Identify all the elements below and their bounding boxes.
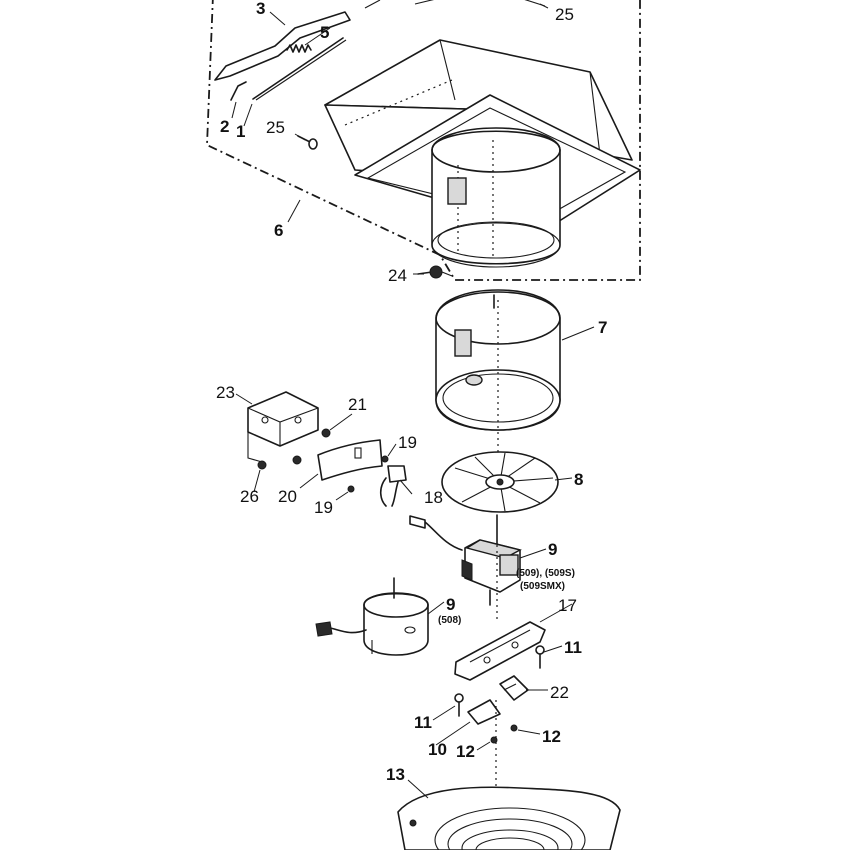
label-part-3: 3 [256, 0, 265, 18]
label-part-9-508: 9 [446, 595, 455, 614]
label-part-5: 5 [320, 23, 329, 42]
label-part-23: 23 [216, 383, 235, 402]
label-part-20: 20 [278, 487, 297, 506]
part-3-bracket [214, 0, 435, 81]
housing-assembly-boundary [206, 0, 641, 281]
part-7-blower-housing [435, 289, 561, 470]
label-part-19-b: 19 [314, 498, 333, 517]
label-part-21: 21 [348, 395, 367, 414]
part-2-clip [230, 81, 247, 101]
label-part-17: 17 [558, 596, 577, 615]
part-17-mounting-bracket [454, 621, 546, 681]
part-19-screw-b [347, 485, 355, 493]
part-21-screw [321, 428, 331, 438]
part-12-nut-a [490, 736, 498, 744]
part-18-connector [379, 465, 407, 507]
label-part-12-left: 12 [456, 742, 475, 761]
label-part-11-right: 11 [564, 638, 582, 657]
label-part-25-upper: 25 [266, 118, 285, 137]
label-part-8: 8 [574, 470, 583, 489]
part-13-grille [397, 786, 621, 850]
part-22-clip [499, 675, 529, 701]
part-26-screw [257, 460, 267, 470]
label-part-7: 7 [598, 318, 607, 337]
part-6-housing [324, 39, 641, 268]
label-part-9-509: 9 [548, 540, 557, 559]
part-12-nut-b [510, 724, 518, 732]
part-1-rod [252, 37, 344, 100]
label-part-9-508-note: (508) [438, 615, 461, 626]
part-11-screw-b [454, 693, 464, 717]
label-part-11-left: 11 [414, 713, 432, 732]
part-19-screw-a [381, 455, 389, 463]
part-20-cover-plate [292, 439, 383, 481]
label-part-19-a: 19 [398, 433, 417, 452]
label-part-18: 18 [424, 488, 443, 507]
part-11-screw-a [535, 645, 545, 669]
label-part-12-right: 12 [542, 727, 561, 746]
label-part-24: 24 [388, 266, 407, 285]
label-part-26: 26 [240, 487, 259, 506]
part-8-fan-blade [441, 451, 559, 513]
part-10-clip [467, 699, 501, 725]
part-5-spring [286, 44, 312, 53]
part-9-motor-509 [409, 514, 522, 606]
label-part-6: 6 [274, 221, 283, 240]
label-part-2: 2 [220, 117, 229, 136]
part-23-junction-box [247, 391, 319, 463]
label-part-9-509-note-1: (509), (509S) [516, 568, 575, 579]
part-9-motor-508 [315, 577, 429, 656]
label-part-9-509-note-2: (509SMX) [520, 581, 565, 592]
label-part-1: 1 [236, 122, 245, 141]
label-part-10: 10 [428, 740, 447, 759]
label-part-13: 13 [386, 765, 405, 784]
label-part-25-top: 25 [555, 5, 574, 24]
label-part-22: 22 [550, 683, 569, 702]
